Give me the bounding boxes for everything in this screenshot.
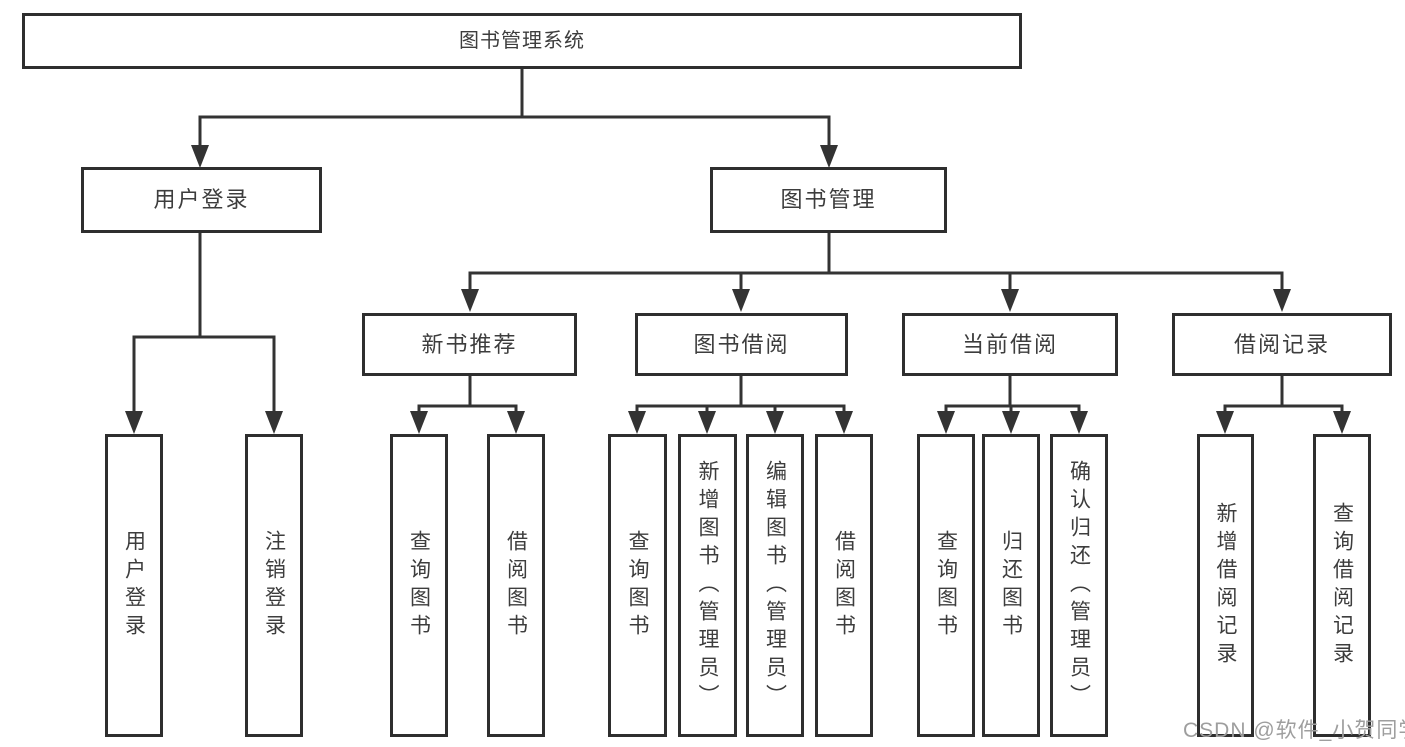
- leaf-borrow-books-2: 借阅图书: [815, 434, 873, 737]
- leaf-borrow-books-1: 借阅图书: [487, 434, 545, 737]
- node-book-management: 图书管理: [710, 167, 947, 233]
- leaf-confirm-return-admin: 确认归还（管理员）: [1050, 434, 1108, 737]
- leaf-add-borrow-record: 新增借阅记录: [1197, 434, 1254, 737]
- csdn-watermark: CSDN @软件_小贺同学: [1183, 719, 1405, 742]
- leaf-add-book-admin: 新增图书（管理员）: [678, 434, 737, 737]
- leaf-logout: 注销登录: [245, 434, 303, 737]
- node-user-login: 用户登录: [81, 167, 322, 233]
- leaf-query-borrow-record: 查询借阅记录: [1313, 434, 1371, 737]
- node-borrow-records: 借阅记录: [1172, 313, 1392, 376]
- node-current-borrow: 当前借阅: [902, 313, 1118, 376]
- node-library-management-system: 图书管理系统: [22, 13, 1022, 69]
- leaf-query-books-3: 查询图书: [917, 434, 975, 737]
- leaf-user-login: 用户登录: [105, 434, 163, 737]
- leaf-query-books-2: 查询图书: [608, 434, 667, 737]
- leaf-edit-book-admin: 编辑图书（管理员）: [746, 434, 804, 737]
- node-new-book-recommend: 新书推荐: [362, 313, 577, 376]
- leaf-query-books-1: 查询图书: [390, 434, 448, 737]
- node-book-borrow: 图书借阅: [635, 313, 848, 376]
- leaf-return-books: 归还图书: [982, 434, 1040, 737]
